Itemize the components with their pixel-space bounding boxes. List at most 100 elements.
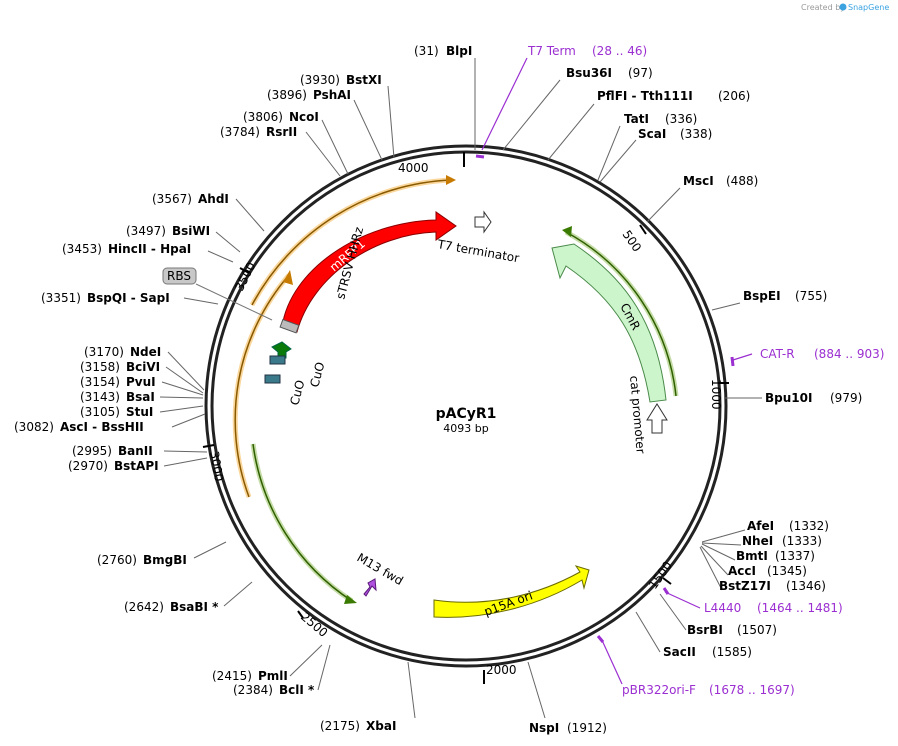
leader-pvui <box>161 381 204 396</box>
enzyme-name-rsrii: RsrII <box>266 125 297 139</box>
leader-nspi <box>527 661 546 719</box>
enzyme-name-bmgbi: BmgBI <box>143 553 187 567</box>
leader-acci <box>700 545 729 576</box>
cmr-feature <box>551 243 667 403</box>
rbs-feature <box>279 318 300 334</box>
tick-mark-3500 <box>239 267 250 274</box>
enzyme-pos-msci: (488) <box>726 174 758 188</box>
enzyme-name-bsiwi: BsiWI <box>172 224 210 238</box>
leader-bsrbi <box>659 593 687 631</box>
enzyme-pos-pvui: (3154) <box>80 375 120 389</box>
leader-ahdi <box>235 198 265 232</box>
leader-xbai <box>407 661 416 719</box>
enzyme-pos-bsabi: (2642) <box>124 600 164 614</box>
green-arc-left-glow <box>250 443 354 604</box>
leader-bsiwi <box>215 231 241 253</box>
enzyme-name-nspi: NspI <box>529 721 559 735</box>
rbs-label-box <box>162 267 197 285</box>
enzyme-pos-blpi: (31) <box>414 44 439 58</box>
enzyme-name-bstapi: BstAPI <box>114 459 159 473</box>
enzyme-name-xbai: XbaI <box>366 719 396 733</box>
enzyme-name-tati: TatI <box>624 112 649 126</box>
green-arc-right-arrowhead <box>562 226 572 237</box>
leader-pmli <box>289 644 323 677</box>
enzyme-pos-bcli: (2384) <box>233 683 273 697</box>
enzyme-name-banii: BanII <box>118 444 153 458</box>
enzyme-pos-bmgbi: (2760) <box>97 553 137 567</box>
enzyme-name-pflfi: PflFI - Tth111I <box>597 89 693 103</box>
credit-brand: SnapGene <box>848 3 889 12</box>
orange-arc-outer <box>251 179 453 306</box>
m13-fwd-label: M13 fwd <box>355 550 406 588</box>
t7-terminator-arrow <box>474 210 492 234</box>
enzyme-pos-bsiwi: (3497) <box>126 224 166 238</box>
p15a-ori-feature <box>433 565 590 618</box>
enzyme-pos-xbai: (2175) <box>320 719 360 733</box>
leader-bsu36i <box>502 79 561 151</box>
enzyme-name-bsrbi: BsrBI <box>687 623 723 637</box>
leader-bcivi <box>165 366 204 394</box>
tick-label-2000: 2000 <box>486 663 517 677</box>
enzyme-pos-afei: (1332) <box>789 519 829 533</box>
enzyme-name-bmti: BmtI <box>736 549 768 563</box>
enzyme-pos-pmli: (2415) <box>212 669 252 683</box>
enzyme-name-blpi: BlpI <box>446 44 472 58</box>
tick-mark-2500 <box>297 610 304 619</box>
enzyme-name-bspqi: BspQI - SapI <box>87 291 170 305</box>
tick-label-2500: 2500 <box>298 610 330 640</box>
enzyme-pos-bsrbi: (1507) <box>737 623 777 637</box>
leader-nhei <box>701 542 742 546</box>
enzyme-name-ahdi: AhdI <box>198 192 229 206</box>
cat-promoter-arrow <box>646 403 668 434</box>
enzyme-pos-bsu36i: (97) <box>628 66 653 80</box>
enzyme-name-bsu36i: Bsu36I <box>566 66 612 80</box>
l4440-primer-mark <box>662 587 670 595</box>
enzyme-name-bpu10i: Bpu10I <box>765 391 812 405</box>
enzyme-pos-nspi: (1912) <box>567 721 607 735</box>
leader-stui <box>159 405 204 413</box>
enzyme-pos-bstxi: (3930) <box>300 73 340 87</box>
enzyme-pos-pflfi: (206) <box>718 89 750 103</box>
primer-name-catr: CAT-R <box>760 347 795 361</box>
enzyme-name-pvui: PvuI <box>126 375 156 389</box>
primer-labels: T7 Term (28 .. 46) CAT-R (884 .. 903) L4… <box>527 44 884 697</box>
enzyme-pos-banii: (2995) <box>72 444 112 458</box>
enzyme-name-scai: ScaI <box>638 127 666 141</box>
primer-range-l4440: (1464 .. 1481) <box>757 601 843 615</box>
orange-arc-inner-glow <box>232 273 291 498</box>
green-arc-right <box>565 231 677 397</box>
enzyme-name-asci: AscI - BssHII <box>60 420 144 434</box>
primer-range-pbr322orif: (1678 .. 1697) <box>709 683 795 697</box>
enzyme-pos-bsai: (3143) <box>80 390 120 404</box>
enzyme-pos-ncoi: (3806) <box>243 110 283 124</box>
orange-arc-inner <box>234 274 290 498</box>
t7term-primer-mark <box>475 154 485 159</box>
enzyme-pos-ahdi: (3567) <box>152 192 192 206</box>
leader-bspei <box>711 302 741 311</box>
tick-label-1500: 1500 <box>646 559 675 592</box>
enzyme-name-acci: AccI <box>728 564 756 578</box>
strsv-hhrz-arrow <box>271 341 292 359</box>
orange-arc-outer-arrowhead <box>446 175 456 185</box>
leader-pshai <box>353 99 383 161</box>
enzyme-pos-bspei: (755) <box>795 289 827 303</box>
green-arc-left <box>252 443 353 602</box>
leader-bspqi <box>183 297 219 305</box>
enzyme-pos-ndei: (3170) <box>84 345 124 359</box>
enzyme-name-bcli: BclI * <box>279 683 315 697</box>
leader-bstz17i <box>699 546 723 591</box>
cuo-label-1: CuO <box>307 361 327 389</box>
cuo-box-2 <box>264 374 281 384</box>
rbs-leader <box>195 283 273 321</box>
enzyme-leaders <box>159 58 762 719</box>
plasmid-name: pACyR1 <box>436 406 497 422</box>
primer-name-l4440: L4440 <box>704 601 741 615</box>
primer-range-t7term: (28 .. 46) <box>592 44 647 58</box>
leader-scai <box>599 139 637 183</box>
leader-asci <box>171 413 206 428</box>
catr-primer-mark <box>730 356 735 367</box>
tick-label-1000: 1000 <box>709 379 723 410</box>
enzyme-pos-bstz17i: (1346) <box>786 579 826 593</box>
enzyme-pos-nhei: (1333) <box>782 534 822 548</box>
enzyme-pos-asci: (3082) <box>14 420 54 434</box>
